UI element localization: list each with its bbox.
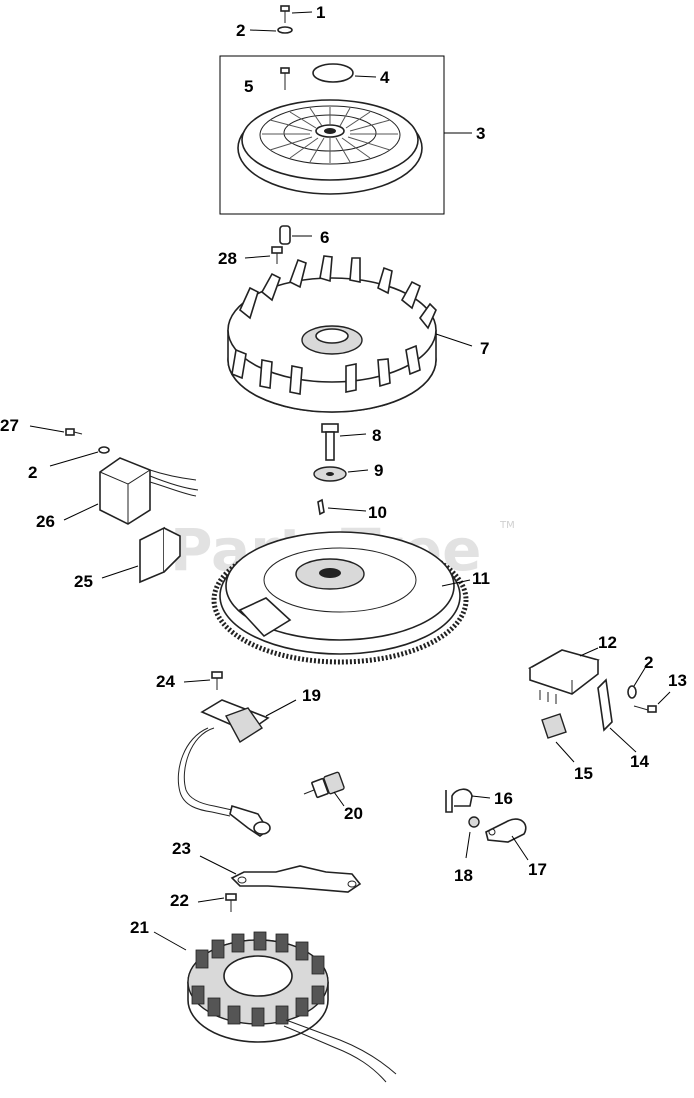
callout-4: 4 bbox=[380, 68, 390, 87]
callout-12: 12 bbox=[598, 633, 617, 652]
part-14-bracket[interactable] bbox=[597, 678, 637, 753]
part-28-screw[interactable] bbox=[244, 246, 283, 264]
part-15-connector[interactable] bbox=[541, 713, 575, 763]
part-6-spacer[interactable] bbox=[279, 225, 312, 245]
part-5-screw[interactable] bbox=[280, 67, 290, 90]
callout-21: 21 bbox=[130, 918, 149, 937]
callout-7: 7 bbox=[480, 339, 489, 358]
callout-5: 5 bbox=[244, 77, 253, 96]
part-26-module[interactable] bbox=[63, 457, 199, 525]
part-13-screw[interactable] bbox=[633, 691, 671, 713]
part-25-bracket[interactable] bbox=[101, 526, 181, 584]
callout-11: 11 bbox=[472, 569, 490, 588]
callout-19: 19 bbox=[302, 686, 321, 705]
callout-26: 26 bbox=[36, 512, 55, 531]
callout-23: 23 bbox=[172, 839, 191, 858]
part-8-bolt[interactable] bbox=[321, 423, 367, 461]
part-7-flywheel-fan[interactable] bbox=[227, 255, 473, 413]
callout-28: 28 bbox=[218, 249, 237, 268]
part-2-washer-top[interactable] bbox=[249, 26, 293, 34]
callout-9: 9 bbox=[374, 461, 383, 480]
callout-14: 14 bbox=[630, 752, 649, 771]
part-2-washer-right[interactable] bbox=[627, 667, 646, 699]
callout-18: 18 bbox=[454, 866, 473, 885]
part-23-retainer[interactable] bbox=[199, 855, 362, 893]
part-1-bolt[interactable] bbox=[280, 5, 313, 23]
callout-13: 13 bbox=[668, 671, 687, 690]
callout-1: 1 bbox=[316, 3, 325, 22]
part-17-clamp[interactable] bbox=[485, 818, 529, 861]
part-24-screw[interactable] bbox=[183, 671, 223, 690]
part-9-washer[interactable] bbox=[313, 466, 369, 482]
watermark-tm: TM bbox=[499, 520, 515, 531]
callout-24: 24 bbox=[156, 672, 175, 691]
callout-27: 27 bbox=[0, 416, 19, 435]
callout-6: 6 bbox=[320, 228, 329, 247]
callout-15: 15 bbox=[574, 764, 593, 783]
part-27-screw[interactable] bbox=[29, 425, 83, 436]
part-3-fan-screen[interactable] bbox=[237, 99, 423, 195]
part-20-spark-plug[interactable] bbox=[303, 771, 345, 807]
part-2-washer-left[interactable] bbox=[49, 446, 110, 467]
part-22-screw[interactable] bbox=[197, 893, 237, 912]
callout-2-left: 2 bbox=[28, 463, 37, 482]
callout-17: 17 bbox=[528, 860, 547, 879]
callout-10: 10 bbox=[368, 503, 387, 522]
part-16-clamp[interactable] bbox=[445, 788, 491, 813]
callout-22: 22 bbox=[170, 891, 189, 910]
part-11-flywheel[interactable] bbox=[211, 531, 471, 665]
callout-2-right: 2 bbox=[644, 653, 653, 672]
part-10-key[interactable] bbox=[317, 498, 367, 516]
part-4-cap[interactable] bbox=[312, 63, 377, 83]
callout-25: 25 bbox=[74, 572, 93, 591]
callout-labels: 1 2 3 4 5 6 7 8 9 10 11 12 13 14 15 16 1… bbox=[0, 3, 687, 937]
part-18-washer[interactable] bbox=[465, 816, 480, 859]
part-12-rectifier[interactable] bbox=[527, 647, 600, 704]
part-21-stator[interactable] bbox=[153, 931, 397, 1083]
callout-16: 16 bbox=[494, 789, 513, 808]
callout-2-top: 2 bbox=[236, 21, 245, 40]
part-19-ignition-coil[interactable] bbox=[177, 699, 297, 837]
fan-screen-box bbox=[219, 55, 445, 215]
callout-3: 3 bbox=[476, 124, 485, 143]
callout-8: 8 bbox=[372, 426, 381, 445]
callout-20: 20 bbox=[344, 804, 363, 823]
